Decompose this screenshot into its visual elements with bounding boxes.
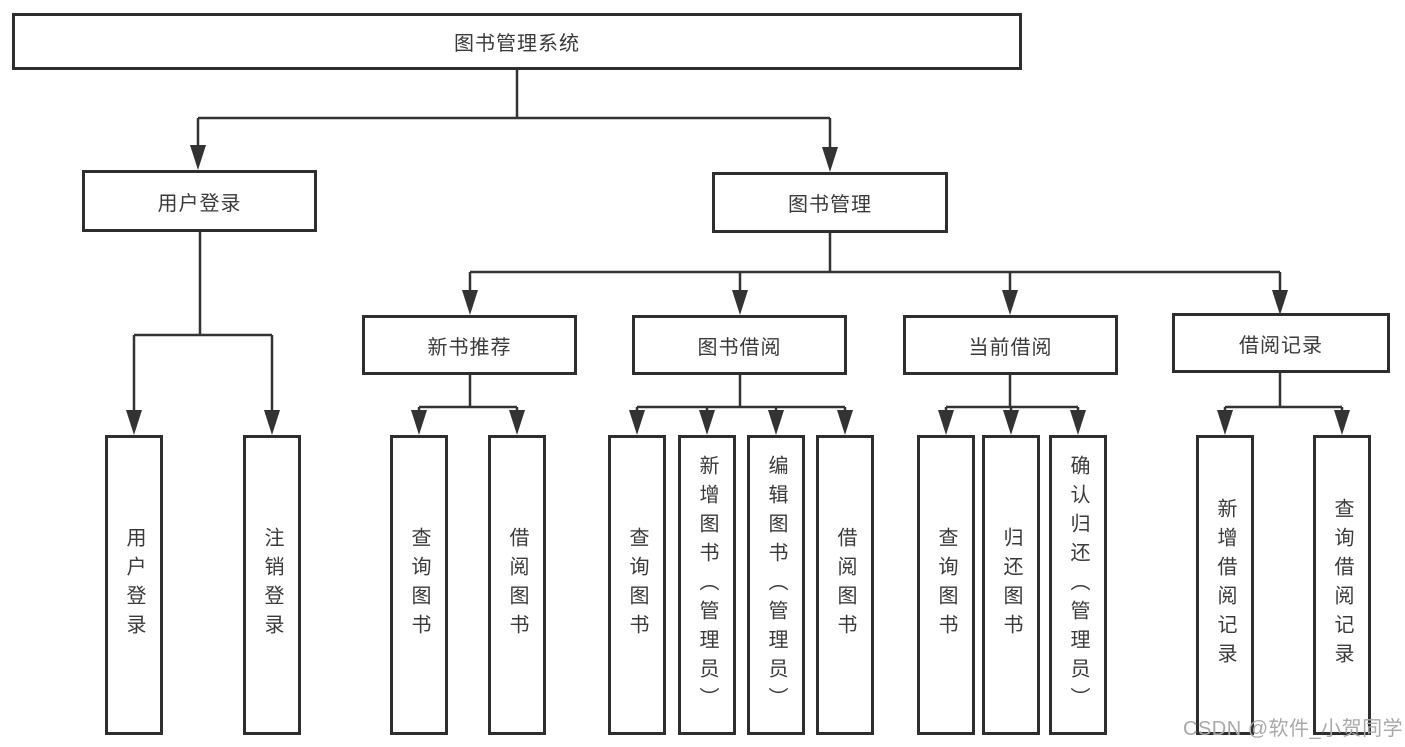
arrowhead	[938, 410, 954, 435]
node-label: 归还图书	[1000, 527, 1022, 643]
node-book-management: 图书管理	[712, 172, 948, 233]
node-label: 图书管理	[788, 194, 872, 216]
arrowhead	[837, 410, 853, 435]
leaf-borrow-books-recommend: 借阅图书	[488, 435, 546, 735]
leaf-query-borrow-record: 查询借阅记录	[1313, 435, 1371, 735]
node-label: 编辑图书（管理员）	[765, 454, 787, 716]
node-root: 图书管理系统	[12, 13, 1022, 70]
arrowhead	[1002, 290, 1018, 315]
connector-book-mgmt-to-categories	[462, 233, 1288, 315]
leaf-query-books-borrow: 查询图书	[608, 435, 666, 735]
node-borrow-records: 借阅记录	[1172, 313, 1390, 373]
arrowhead	[1217, 410, 1233, 435]
connector-user-login-to-leaves	[126, 232, 280, 435]
arrowhead	[1070, 410, 1086, 435]
connector-book-borrow-to-leaves	[629, 375, 853, 435]
arrowhead	[629, 410, 645, 435]
connector-borrow-records-to-leaves	[1217, 373, 1350, 435]
connector-root-to-level2	[190, 70, 838, 172]
node-label: 新增借阅记录	[1214, 498, 1236, 672]
arrowhead	[411, 410, 427, 435]
arrowhead	[126, 410, 142, 435]
arrowhead	[509, 410, 525, 435]
node-label: 新书推荐	[427, 336, 512, 359]
arrowhead	[190, 145, 206, 170]
arrowhead	[699, 410, 715, 435]
arrowhead	[768, 410, 784, 435]
connector-current-borrow-to-leaves	[938, 375, 1086, 435]
leaf-query-books-current: 查询图书	[917, 435, 975, 735]
leaf-borrow-books: 借阅图书	[816, 435, 874, 735]
node-label: 查询借阅记录	[1331, 498, 1353, 672]
node-label: 注销登录	[261, 527, 283, 643]
node-user-login: 用户登录	[82, 170, 317, 232]
arrowhead	[1272, 290, 1288, 315]
node-label: 图书管理系统	[454, 33, 580, 55]
arrowhead	[822, 147, 838, 172]
connector-new-book-to-leaves	[411, 375, 525, 435]
arrowhead	[264, 410, 280, 435]
node-label: 用户登录	[157, 192, 242, 215]
node-book-borrow: 图书借阅	[632, 315, 847, 375]
leaf-user-login: 用户登录	[105, 435, 163, 735]
arrowhead	[1003, 410, 1019, 435]
leaf-logout: 注销登录	[243, 435, 301, 735]
node-current-borrow: 当前借阅	[903, 315, 1118, 375]
node-label: 确认归还（管理员）	[1067, 454, 1089, 716]
leaf-add-book-admin: 新增图书（管理员）	[678, 435, 736, 735]
leaf-edit-book-admin: 编辑图书（管理员）	[747, 435, 805, 735]
arrowhead	[732, 290, 748, 315]
node-label: 用户登录	[123, 527, 145, 643]
node-label: 图书借阅	[697, 336, 782, 359]
leaf-query-books-recommend: 查询图书	[390, 435, 448, 735]
node-label: 借阅记录	[1239, 334, 1323, 357]
node-label: 借阅图书	[506, 527, 528, 643]
arrowhead	[462, 290, 478, 315]
node-label: 借阅图书	[834, 527, 856, 643]
node-label: 新增图书（管理员）	[696, 454, 718, 716]
csdn-watermark: CSDN @软件_小贺同学	[1183, 718, 1404, 740]
leaf-return-books: 归还图书	[982, 435, 1040, 735]
node-label: 查询图书	[626, 527, 648, 643]
node-label: 当前借阅	[968, 336, 1053, 359]
node-label: 查询图书	[935, 527, 957, 643]
node-new-book-recommend: 新书推荐	[362, 315, 577, 375]
leaf-confirm-return-admin: 确认归还（管理员）	[1049, 435, 1107, 735]
leaf-add-borrow-record: 新增借阅记录	[1196, 435, 1254, 735]
arrowhead	[1334, 410, 1350, 435]
node-label: 查询图书	[408, 527, 430, 643]
